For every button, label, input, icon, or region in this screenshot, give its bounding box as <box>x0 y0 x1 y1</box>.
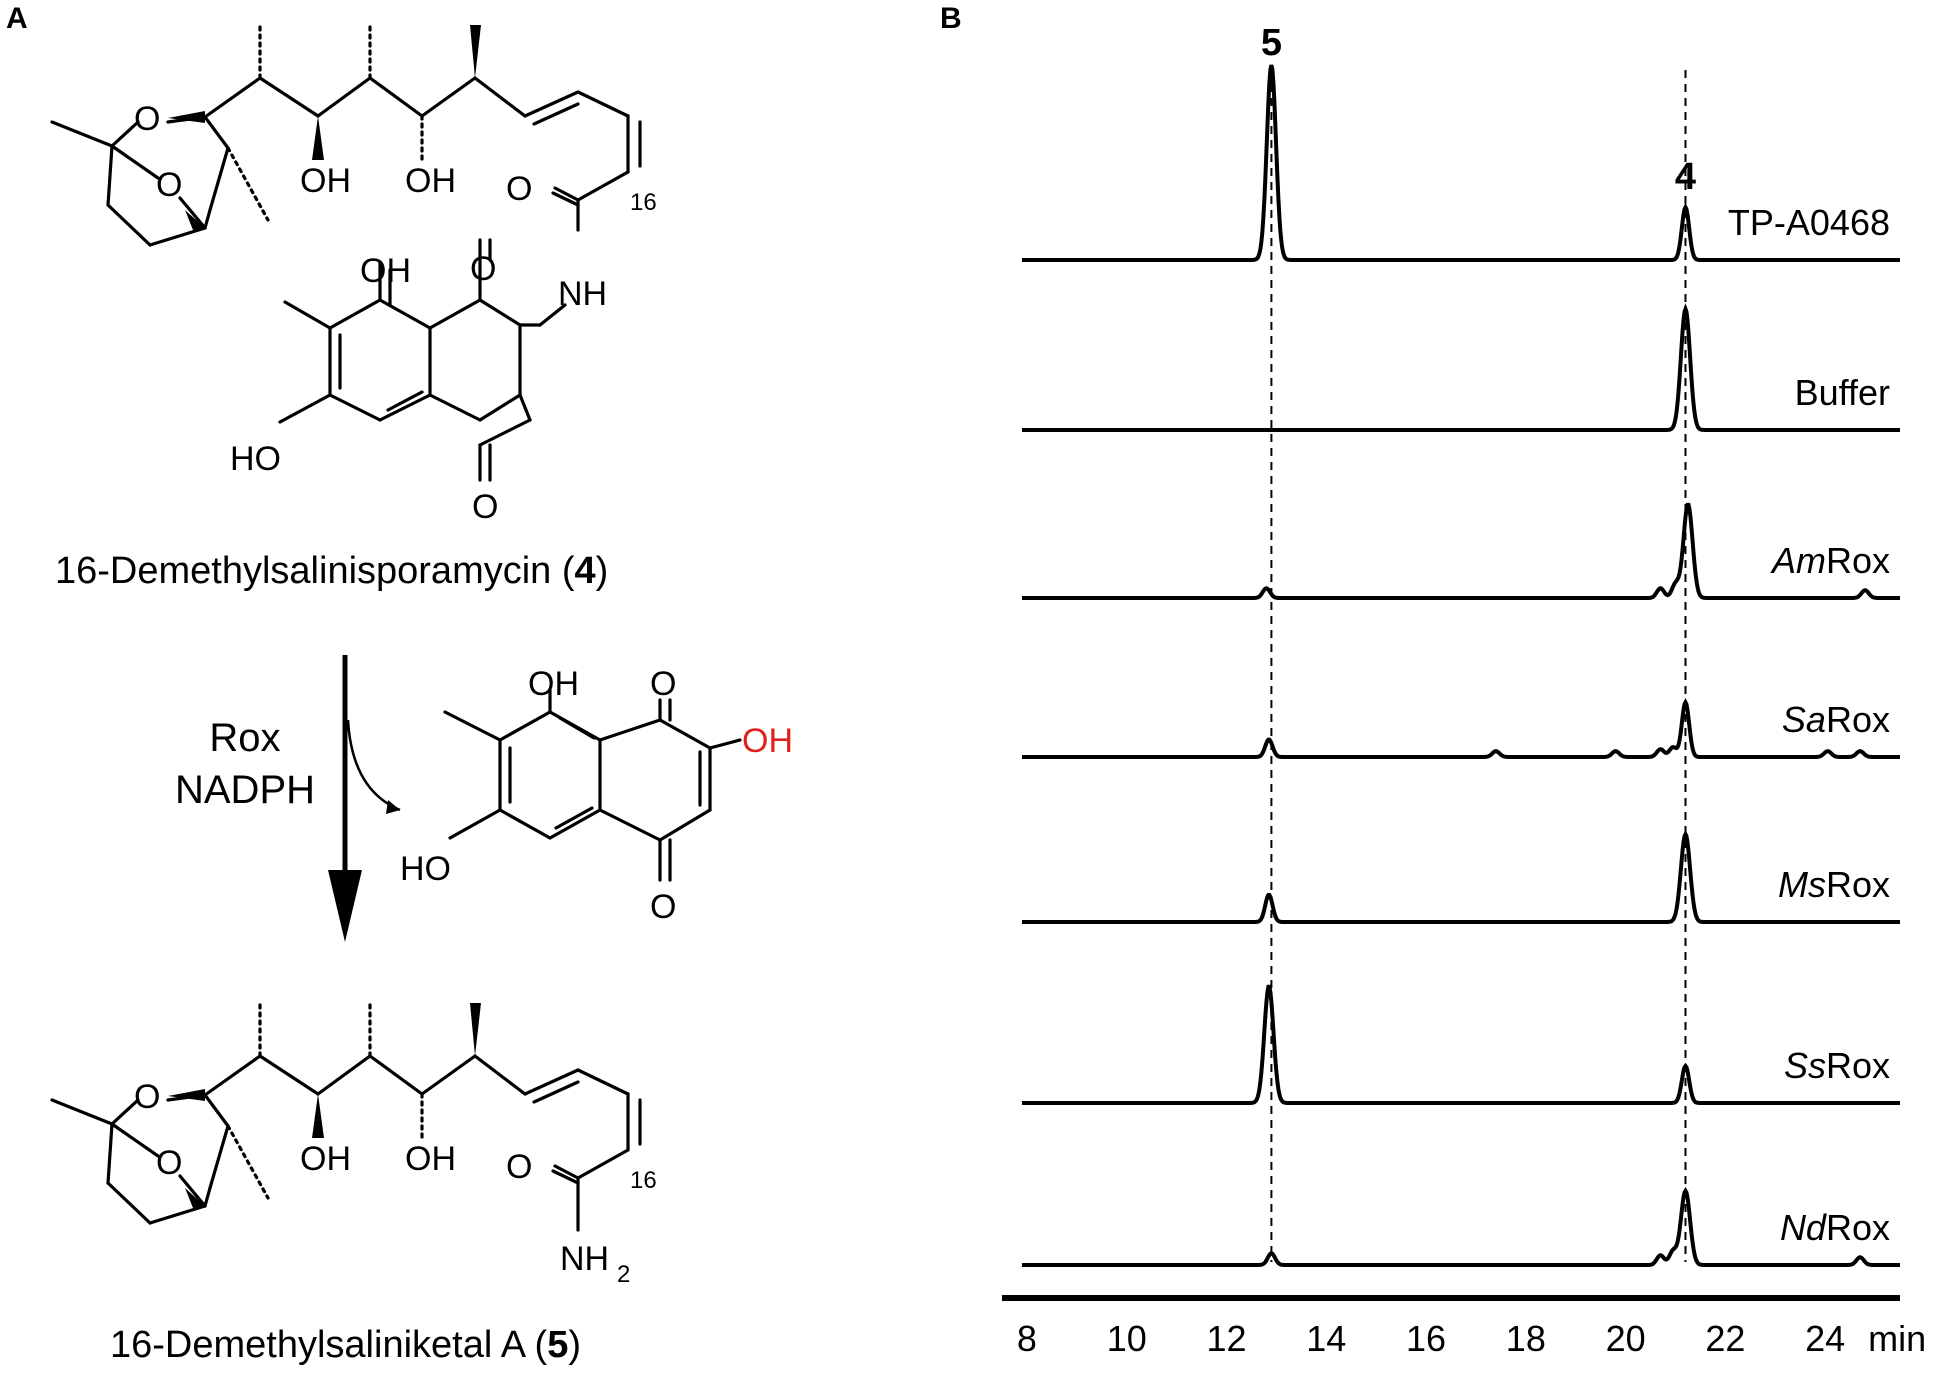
atom-o: O <box>470 250 496 288</box>
atom-ho: HO <box>400 850 451 888</box>
atom-o: O <box>506 1148 532 1186</box>
trace-sarox <box>1022 698 1900 759</box>
compound-4-caption: 16-Demethylsalinisporamycin (4) <box>55 550 608 593</box>
trace-amrox <box>1022 502 1900 600</box>
peak-label-5: 5 <box>1260 22 1282 64</box>
trace-label-rest: Rox <box>1825 1207 1890 1248</box>
x-tick-label: 12 <box>1206 1318 1247 1359</box>
atom-nh: NH <box>558 275 607 313</box>
compound-5-number: 5 <box>547 1324 569 1366</box>
compound-4-name: 16-Demethylsalinisporamycin ( <box>55 550 575 592</box>
atom-c16: 16 <box>630 189 657 216</box>
x-tick-label: 20 <box>1605 1318 1646 1359</box>
atom-ho: HO <box>230 440 281 478</box>
atom-o: O <box>650 888 676 926</box>
x-tick-label: 16 <box>1406 1318 1447 1359</box>
atom-o: O <box>156 166 182 204</box>
atom-nh2: NH <box>560 1240 609 1278</box>
trace-label-italic: Ss <box>1783 1045 1826 1086</box>
atom-o: O <box>472 488 498 526</box>
compound-5-caption: 16-Demethylsaliniketal A (5) <box>110 1324 581 1367</box>
reagent-nadph: NADPH <box>174 768 316 812</box>
panel-label-b: B <box>940 2 962 35</box>
released-naphthoquinone-atom-labels: OH O OH HO O <box>400 665 793 926</box>
x-tick-label: 24 <box>1805 1318 1846 1359</box>
atom-o: O <box>650 665 676 703</box>
atom-oh: OH <box>405 162 456 200</box>
reaction-arrow <box>328 655 401 942</box>
compound-4-paren: ) <box>595 550 609 592</box>
trace-tp-a0468 <box>1022 64 1900 262</box>
trace-buffer <box>1022 303 1900 432</box>
atom-oh: OH <box>300 1140 351 1178</box>
trace-label-rest: Rox <box>1825 540 1890 581</box>
trace-label-tp-a0468: TP-A0468 <box>1727 202 1890 243</box>
x-tick-label: 14 <box>1306 1318 1347 1359</box>
x-axis-unit: min <box>1868 1318 1927 1359</box>
x-tick-label: 18 <box>1505 1318 1546 1359</box>
trace-label-msrox: MsRox <box>1778 864 1890 906</box>
trace-label-italic: Nd <box>1779 1207 1826 1248</box>
trace-label-italic: Ms <box>1777 864 1826 905</box>
x-tick-label: 10 <box>1106 1318 1147 1359</box>
atom-o: O <box>506 170 532 208</box>
compound-4-structure <box>50 23 642 482</box>
atom-oh: OH <box>300 162 351 200</box>
compound-5-paren: ) <box>568 1324 582 1366</box>
peak-label-4: 4 <box>1674 156 1697 198</box>
trace-ssrox <box>1022 984 1900 1105</box>
trace-label-italic: Sa <box>1781 699 1826 740</box>
atom-o: O <box>134 1078 160 1116</box>
compound-4-number: 4 <box>574 550 596 592</box>
x-tick-label: 22 <box>1705 1318 1746 1359</box>
trace-msrox <box>1022 829 1900 924</box>
reaction-scheme: O O OH OH O 16 NH OH O HO O <box>50 23 793 1288</box>
trace-label-sarox: SaRox <box>1782 699 1890 741</box>
trace-label-rest: Rox <box>1825 699 1890 740</box>
released-naphthoquinone-structure <box>443 688 742 882</box>
trace-label-amrox: AmRox <box>1772 540 1890 582</box>
reagents: Rox NADPH <box>150 712 340 816</box>
atom-oh-highlighted: OH <box>742 722 793 760</box>
trace-ndrox <box>1022 1187 1900 1267</box>
trace-label-italic: Am <box>1771 540 1826 581</box>
compound-4-atom-labels: O O OH OH O 16 NH OH O HO O <box>134 100 657 526</box>
trace-label-rest: Rox <box>1825 864 1890 905</box>
reagent-rox: Rox <box>209 716 281 760</box>
trace-label-ndrox: NdRox <box>1780 1207 1890 1249</box>
compound-5-name: 16-Demethylsaliniketal A ( <box>110 1324 548 1366</box>
panel-label-a: A <box>6 2 28 35</box>
compound-5-structure <box>50 1001 642 1232</box>
x-tick-label: 8 <box>1016 1318 1037 1359</box>
atom-oh: OH <box>360 252 411 290</box>
atom-oh: OH <box>405 1140 456 1178</box>
trace-label-rest: Rox <box>1825 1045 1890 1086</box>
trace-label-buffer: Buffer <box>1794 372 1890 413</box>
atom-nh2-subscript: 2 <box>617 1261 630 1288</box>
atom-oh: OH <box>528 665 579 703</box>
atom-o: O <box>134 100 160 138</box>
compound-5-atom-labels: O O OH OH O 16 NH 2 <box>134 1078 657 1288</box>
atom-o: O <box>156 1144 182 1182</box>
trace-label-ssrox: SsRox <box>1784 1045 1890 1087</box>
atom-c16: 16 <box>630 1167 657 1194</box>
